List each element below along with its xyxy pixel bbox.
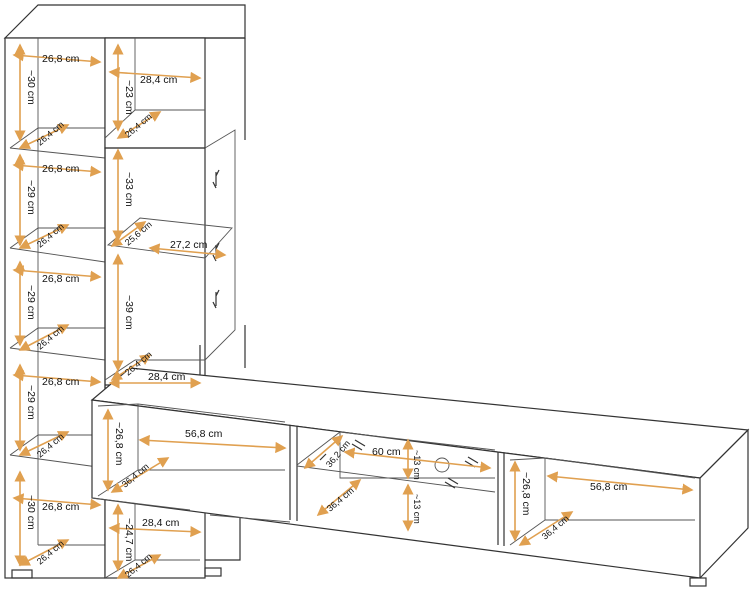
label-l4-width: 26,8 cm [42,376,80,388]
label-m-top-height: ~23 cm [123,80,135,115]
label-m-low-height: ~39 cm [123,295,135,330]
label-m-top-width: 28,4 cm [140,74,178,86]
label-l4-height: ~29 cm [25,385,37,420]
label-m-glass-depth: 25,6 cm [123,219,154,247]
label-tv-right-height: ~26,8 cm [520,472,532,516]
label-tv-left-width: 56,8 cm [185,428,223,440]
label-tv-left-height: ~26,8 cm [113,422,125,466]
dimension-lines [12,43,694,579]
label-l2-width: 26,8 cm [42,163,80,175]
label-tv-center-height-top: ~13 cm [412,450,422,480]
label-tv-center-height-bottom: ~13 cm [412,494,422,524]
label-m-low-width: 28,4 cm [148,371,186,383]
label-l5-width: 26,8 cm [42,501,80,513]
label-m-bot-width: 28,4 cm [142,517,180,529]
label-tv-center-width: 60 cm [372,446,401,458]
label-l1-width: 26,8 cm [42,53,80,65]
label-l5-height: ~30 cm [25,495,37,530]
label-l3-width: 26,8 cm [42,273,80,285]
label-tv-right-width: 56,8 cm [590,481,628,493]
label-m-bot-height: ~24,7 cm [123,518,135,562]
label-l1-height: ~30 cm [25,70,37,105]
label-m-glass-width: 27,2 cm [170,239,208,251]
label-m-glass-height: ~33 cm [123,172,135,207]
label-l3-height: ~29 cm [25,285,37,320]
label-l2-height: ~29 cm [25,180,37,215]
